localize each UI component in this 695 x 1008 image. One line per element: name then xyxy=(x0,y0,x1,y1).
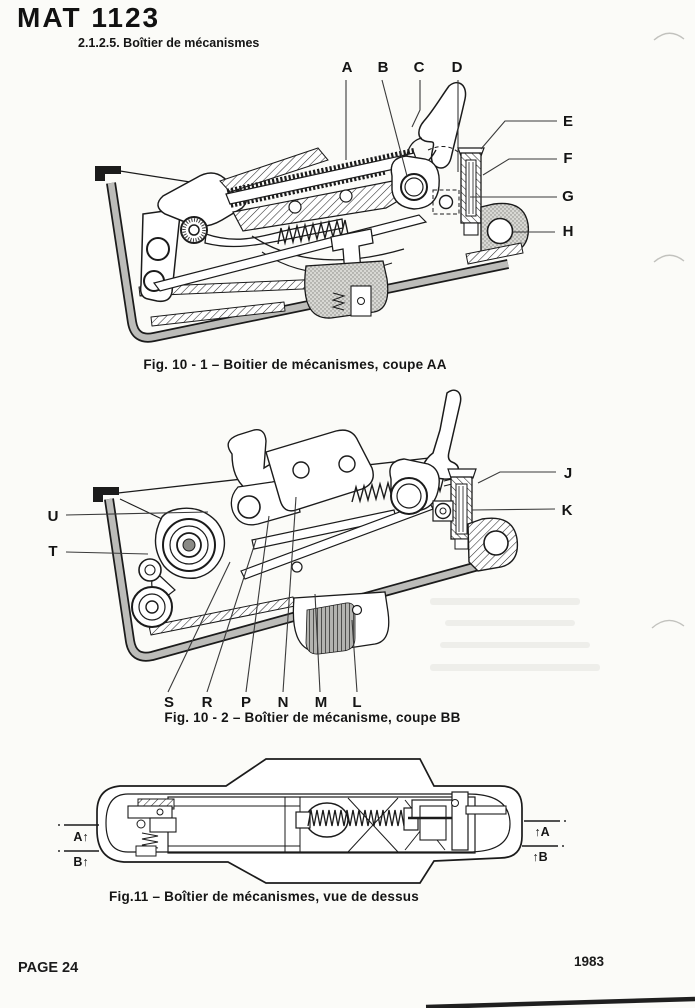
fig1-barrel-socket xyxy=(390,155,440,210)
fig3-section-marks xyxy=(58,820,566,852)
label-s: S xyxy=(164,694,174,711)
fig2-ghost-showthrough xyxy=(430,598,600,671)
figure-10-1-caption: Fig. 10 - 1 – Boitier de mécanismes, cou… xyxy=(143,357,447,372)
fig1-trigger-parts xyxy=(152,214,428,319)
label-r: R xyxy=(202,694,213,711)
fig1-leader-lines xyxy=(345,79,557,233)
fig1-spring xyxy=(277,218,349,246)
label-n: N xyxy=(278,694,289,711)
edition-year: 1983 xyxy=(574,954,605,969)
section-heading: 2.1.2.5. Boîtier de mécanismes xyxy=(78,36,260,50)
label-a: A xyxy=(342,59,353,76)
fig1-right-parts xyxy=(432,147,530,265)
section-mark-right-b: ↑B xyxy=(532,850,547,864)
label-u: U xyxy=(48,508,59,525)
label-g: G xyxy=(562,188,574,205)
section-mark-left-b: B↑ xyxy=(73,855,88,869)
label-l: L xyxy=(352,694,361,711)
figure-10-2-caption: Fig. 10 - 2 – Boîtier de mécanisme, coup… xyxy=(164,710,461,725)
fig1-rack-assembly xyxy=(219,147,419,246)
label-h: H xyxy=(563,223,574,240)
label-m: M xyxy=(315,694,328,711)
section-mark-left-a: A↑ xyxy=(73,830,88,844)
label-j: J xyxy=(564,465,572,482)
doc-code: MAT 1123 xyxy=(17,2,161,33)
label-c: C xyxy=(414,59,425,76)
fig2-right-parts xyxy=(389,458,519,572)
figure-11-caption: Fig.11 – Boîtier de mécanismes, vue de d… xyxy=(109,889,419,904)
label-d: D xyxy=(452,59,463,76)
label-b: B xyxy=(378,59,389,76)
label-t: T xyxy=(48,543,57,560)
section-mark-right-a: ↑A xyxy=(534,825,549,839)
fig1-left-links xyxy=(139,172,405,303)
label-f: F xyxy=(563,150,572,167)
fig2-housing xyxy=(93,456,480,662)
page-number: PAGE 24 xyxy=(18,960,79,976)
fig2-leader-lines xyxy=(65,471,556,693)
label-e: E xyxy=(563,113,573,130)
fig3-spring xyxy=(307,809,405,827)
scan-edge-line xyxy=(425,996,695,1008)
fig1-housing xyxy=(95,166,510,343)
binding-hole-marks xyxy=(651,32,685,629)
label-p: P xyxy=(241,694,251,711)
fig2-left-bushings xyxy=(131,507,226,628)
label-k: K xyxy=(562,502,573,519)
fig3-mechanism xyxy=(127,791,507,857)
